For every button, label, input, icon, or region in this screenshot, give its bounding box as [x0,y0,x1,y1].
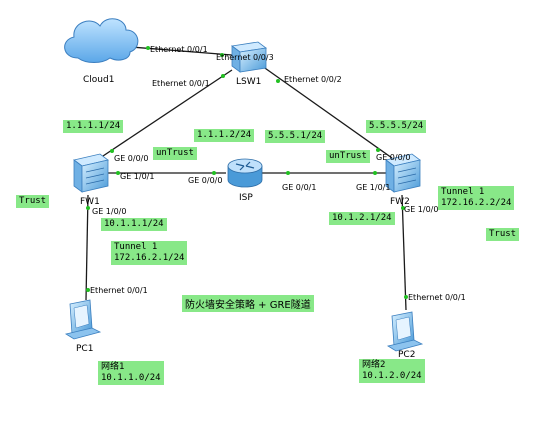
port-label: Ethernet 0/0/1 [90,286,148,295]
zone-tag-fw1-trust: Trust [16,195,50,208]
lsw1-label: LSW1 [236,77,261,87]
lsw1-switch-icon[interactable] [230,41,268,73]
endpoint-dot [110,149,114,153]
port-label: GE 1/0/1 [120,172,154,181]
cloud1-icon[interactable] [64,18,139,63]
zone-tag-fw1-untrust: unTrust [153,147,197,160]
pc2-computer-icon[interactable] [386,311,424,352]
links [85,45,407,311]
link-fw1-pc1 [85,194,89,301]
zone-tag-fw2-untrust: unTrust [326,150,370,163]
diagram-title: 防火墙安全策略 + GRE隧道 [182,295,314,312]
endpoint-dot [401,206,405,210]
endpoint-dot [116,171,120,175]
endpoint-dot [286,171,290,175]
link-lsw1-fw2 [261,65,393,159]
port-label: Ethernet 0/0/1 [150,45,208,54]
ip-tag-fw2-inside: 10.1.2.1/24 [329,212,395,225]
endpoint-dot [276,79,280,83]
endpoint-dot [373,171,377,175]
endpoint-dot [221,74,225,78]
endpoint-dot [220,53,224,57]
link-cloud1-lsw1 [117,45,233,56]
endpoint-dot [86,288,90,292]
port-label: Ethernet 0/0/1 [152,79,210,88]
tunnel-tag-fw2: Tunnel 1 172.16.2.2/24 [438,186,515,210]
ip-tag-isp-right: 5.5.5.1/24 [265,130,326,143]
link-endpoints [86,46,408,299]
port-label: GE 0/0/0 [114,154,148,163]
zone-tag-fw2-trust: Trust [486,228,520,241]
ip-tag-fw1-outside: 1.1.1.1/24 [63,120,124,133]
pc1-computer-icon[interactable] [64,299,102,340]
pc2-label: PC2 [398,350,415,360]
port-label: Ethernet 0/0/3 [216,53,274,62]
port-label: GE 0/0/0 [188,176,222,185]
port-label: GE 0/0/0 [376,153,410,162]
link-lsw1-fw1 [99,69,233,159]
fw2-label: FW2 [390,197,410,207]
ip-tag-fw1-inside: 10.1.1.1/24 [101,218,167,231]
port-label: GE 1/0/0 [404,205,438,214]
port-label: GE 1/0/1 [356,183,390,192]
link-fw2-pc2 [401,194,407,311]
endpoint-dot [212,171,216,175]
isp-router-icon[interactable] [227,158,263,188]
endpoint-dot [86,206,90,210]
ip-tag-isp-left: 1.1.1.2/24 [194,129,255,142]
port-label: GE 0/0/1 [282,183,316,192]
port-label: Ethernet 0/0/1 [408,293,466,302]
endpoint-dot [376,148,380,152]
fw1-firewall-icon[interactable] [73,153,109,193]
ip-tag-fw2-outside: 5.5.5.5/24 [366,120,427,133]
pc1-label: PC1 [76,344,93,354]
network-tag-1: 网络1 10.1.1.0/24 [98,361,164,385]
fw1-label: FW1 [80,197,100,207]
network-tag-2: 网络2 10.1.2.0/24 [359,359,425,383]
fw2-firewall-icon[interactable] [385,153,421,193]
port-label: GE 1/0/0 [92,207,126,216]
port-label: Ethernet 0/0/2 [284,75,342,84]
isp-label: ISP [239,193,253,203]
endpoint-dot [146,46,150,50]
endpoint-dot [404,295,408,299]
cloud1-label: Cloud1 [83,75,114,85]
tunnel-tag-fw1: Tunnel 1 172.16.2.1/24 [111,241,188,265]
